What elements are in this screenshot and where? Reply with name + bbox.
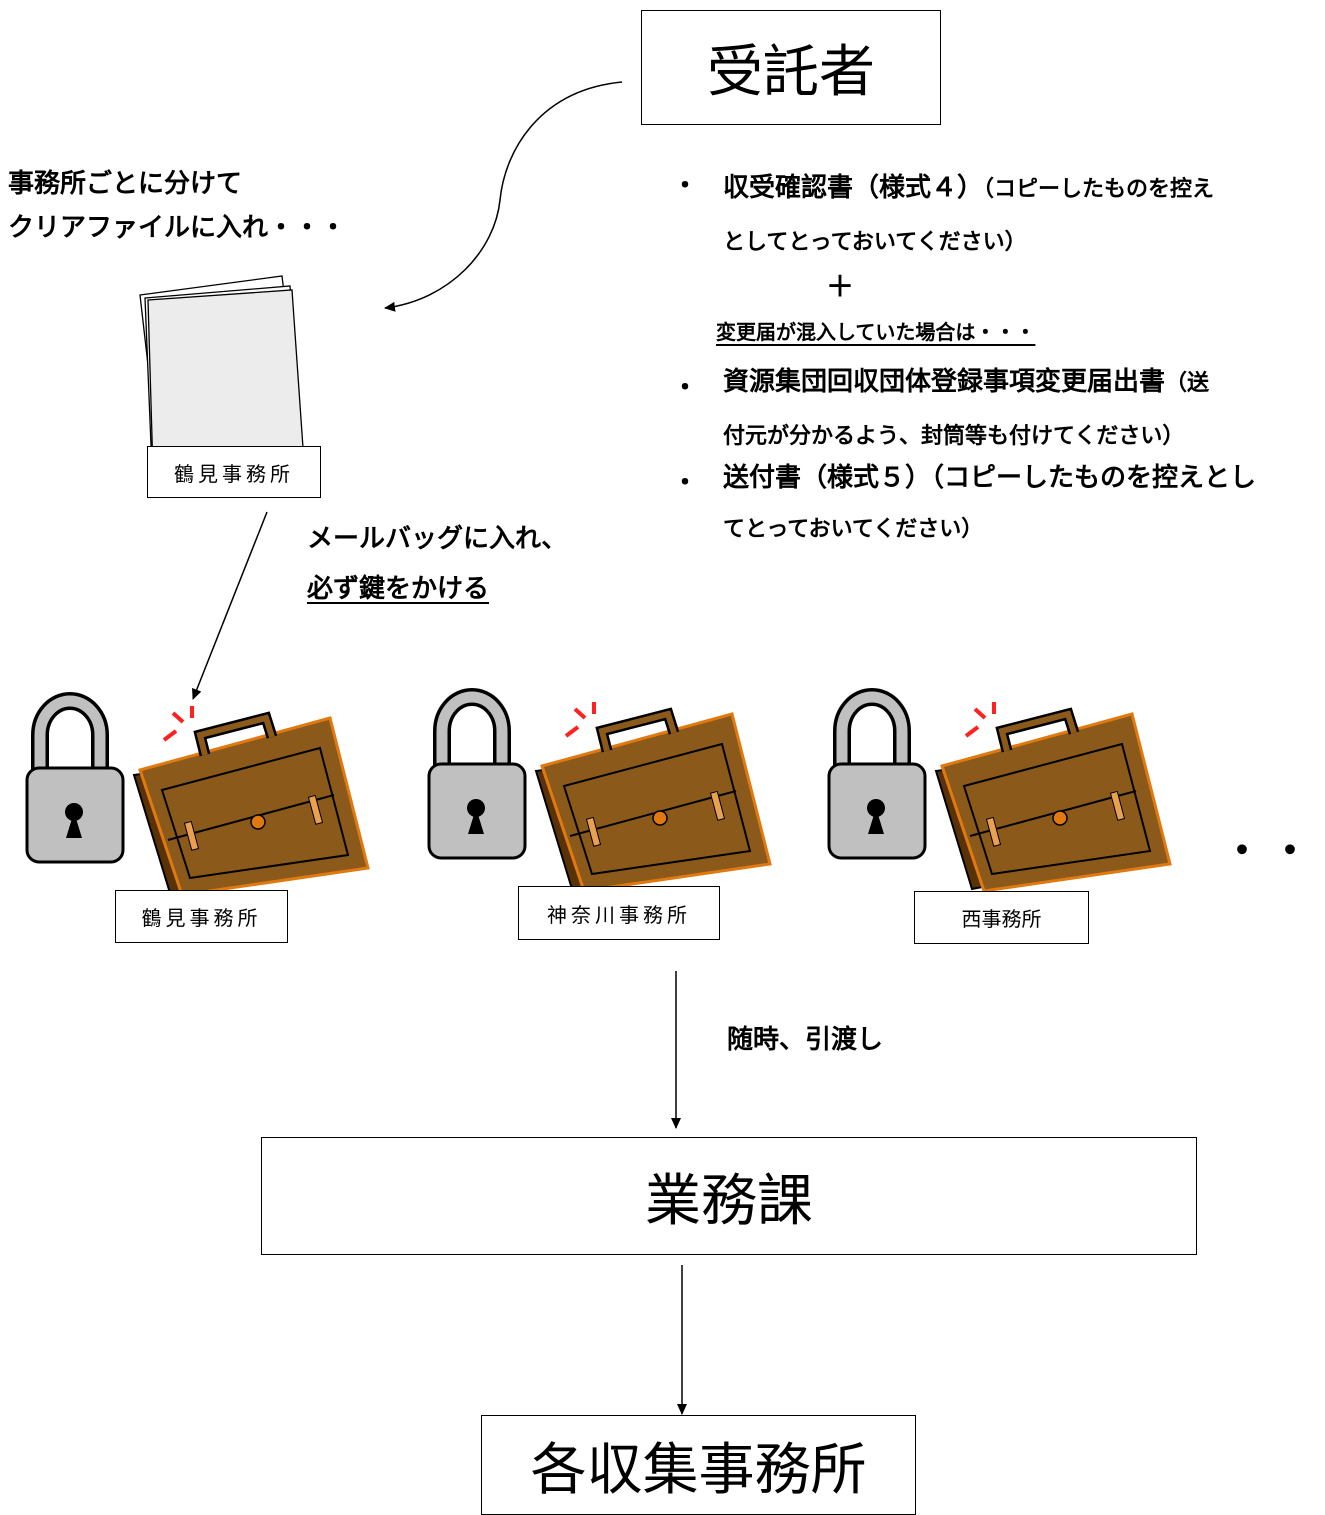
trustee-label: 受託者 xyxy=(707,40,875,105)
document-item-2: 資源集団回収団体登録事項変更届出書（送 付元が分かるよう、封筒等も付けてください… xyxy=(723,356,1209,463)
folder-label-box: 鶴見事務所 xyxy=(147,446,321,498)
ellipsis: ・・ xyxy=(1222,828,1318,874)
bullet-1: ・ xyxy=(672,171,699,201)
document-item-3-line1: 送付書（様式５）（コピーしたものを控えとし xyxy=(723,463,1257,493)
document-item-2-note-a: （送 xyxy=(1165,371,1210,396)
collection-offices-box: 各収集事務所 xyxy=(481,1415,916,1515)
trustee-box: 受託者 xyxy=(641,10,941,125)
left-note-line1: 事務所ごとに分けて xyxy=(8,169,243,199)
lock-and-bag-group-1 xyxy=(25,692,370,897)
mailbag-note: メールバッグに入れ、 必ず鍵をかける xyxy=(307,514,567,614)
plus-sign: ＋ xyxy=(826,270,855,303)
document-item-2-note-b: 付元が分かるよう、封筒等も付けてください） xyxy=(723,424,1185,449)
business-division-box: 業務課 xyxy=(261,1137,1197,1255)
bag-label-2: 神奈川事務所 xyxy=(547,902,691,927)
mailbag-note-line2: 必ず鍵をかける xyxy=(307,574,490,604)
handover-label: 随時、引渡し xyxy=(727,1025,884,1055)
clear-file-folder-icon xyxy=(139,275,305,473)
bag-label-box-3: 西事務所 xyxy=(914,891,1089,944)
folder-label: 鶴見事務所 xyxy=(174,461,294,486)
business-division-label: 業務課 xyxy=(645,1168,813,1234)
briefcase-icon xyxy=(132,706,370,897)
document-item-1-title: 収受確認書（様式４） xyxy=(723,173,984,203)
bullet-2: ・ xyxy=(672,373,699,403)
arrow-folder-to-bag xyxy=(192,511,268,700)
bag-label-box-1: 鶴見事務所 xyxy=(115,890,288,943)
collection-offices-label: 各収集事務所 xyxy=(530,1437,867,1503)
bag-label-3: 西事務所 xyxy=(961,907,1042,931)
document-item-2-title: 資源集団回収団体登録事項変更届出書 xyxy=(723,367,1166,397)
document-item-1: 収受確認書（様式４）（コピーしたものを控え としてとっておいてください） xyxy=(723,162,1214,269)
document-item-3: 送付書（様式５）（コピーしたものを控えとし てとっておいてください） xyxy=(723,452,1256,556)
left-note-line2: クリアファイルに入れ・・・ xyxy=(8,213,347,243)
bag-label-1: 鶴見事務所 xyxy=(141,906,262,930)
bullet-3: ・ xyxy=(672,468,699,498)
padlock-icon xyxy=(25,692,125,864)
change-note: 変更届が混入していた場合は・・・ xyxy=(716,320,1036,344)
alert-marks-icon xyxy=(162,706,194,742)
document-item-1-note-a: （コピーしたものを控え xyxy=(983,177,1215,202)
bag-label-box-2: 神奈川事務所 xyxy=(518,886,720,940)
document-item-1-note-b: としてとっておいてください） xyxy=(723,230,1027,255)
mailbag-note-line1: メールバッグに入れ、 xyxy=(307,524,568,554)
lock-and-bag-group-2 xyxy=(429,697,770,891)
left-note: 事務所ごとに分けて クリアファイルに入れ・・・ xyxy=(8,162,346,250)
curved-arrow-trustee-to-folder xyxy=(384,81,623,312)
lock-and-bag-group-3 xyxy=(829,697,1170,891)
document-item-3-line2: てとっておいてください） xyxy=(723,517,984,542)
